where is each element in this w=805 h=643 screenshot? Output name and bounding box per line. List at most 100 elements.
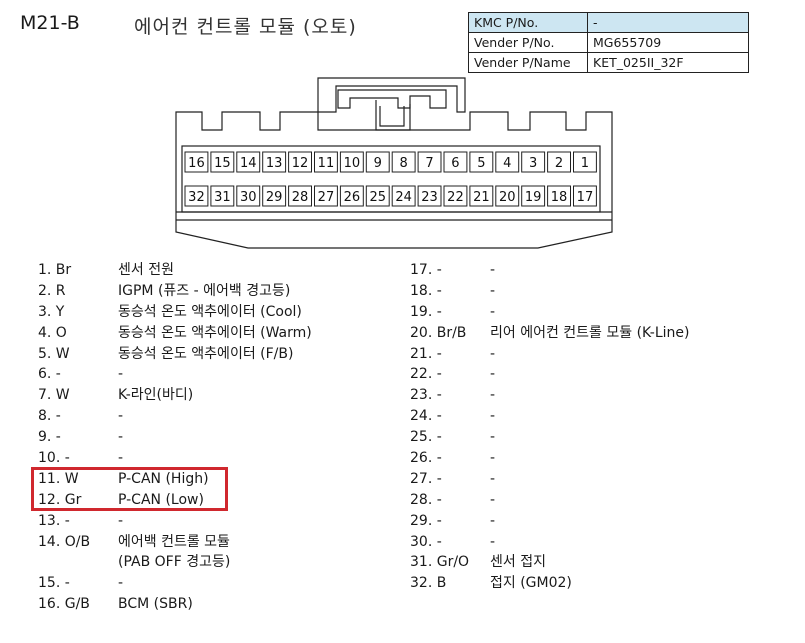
pin-number: 25. - <box>410 429 442 446</box>
pin-description: BCM (SBR) <box>118 596 193 613</box>
pin-cell <box>547 185 571 207</box>
pin-number: 24. - <box>410 408 442 425</box>
pin-description: - <box>490 533 496 550</box>
pin-number: 14. O/B <box>38 533 91 550</box>
pin-label: 12 <box>292 156 309 171</box>
pin-row: 19. -- <box>410 302 689 323</box>
pin-label: 7 <box>425 156 433 171</box>
pin-row: 25. - - <box>410 427 689 448</box>
pin-label: 14 <box>240 156 257 171</box>
table-row: Vender P/No. MG655709 <box>468 32 749 53</box>
pin-description: - <box>490 366 496 383</box>
pin-label: 5 <box>477 156 485 171</box>
pin-cell <box>469 185 494 207</box>
pin-label: 23 <box>421 190 438 205</box>
pin-row: 9. - - <box>38 427 312 448</box>
pin-description: K-라인(바디) <box>118 387 194 404</box>
pin-description: - <box>118 450 124 467</box>
pin-row: 24. - - <box>410 406 689 427</box>
meta-key: KMC P/No. <box>468 12 588 33</box>
pin-cell <box>573 151 597 173</box>
pin-row: 6. -- <box>38 364 312 385</box>
pin-description: (PAB OFF 경고등) <box>118 554 231 571</box>
pin-cell <box>521 185 546 207</box>
pin-number: 23. - <box>410 387 442 404</box>
pin-label: 10 <box>344 156 361 171</box>
pin-number: 11. W <box>38 470 79 487</box>
pin-description: 센서 접지 <box>490 554 546 571</box>
pin-description: - <box>490 429 496 446</box>
pin-row: 5. W 동승석 온도 액추에이터 (F/B) <box>38 344 312 365</box>
pin-number: 8. - <box>38 408 61 425</box>
pin-row: 22. -- <box>410 364 689 385</box>
pin-number: 27. - <box>410 470 442 487</box>
pin-cell <box>236 151 261 173</box>
pin-row: 29. -- <box>410 511 689 532</box>
pin-description: - <box>490 491 496 508</box>
pin-number: 5. W <box>38 345 70 362</box>
pin-description: - <box>118 512 124 529</box>
pin-cell <box>210 151 235 173</box>
pin-cell <box>495 185 520 207</box>
pin-row: 15. - - <box>38 573 312 594</box>
pin-label: 19 <box>525 190 542 205</box>
pin-number: 16. G/B <box>38 596 90 613</box>
pin-description: 센서 전원 <box>118 262 174 278</box>
pin-cell <box>443 151 468 173</box>
pin-label: 18 <box>551 190 568 205</box>
pin-label: 25 <box>369 190 386 205</box>
pin-label: 31 <box>214 190 231 205</box>
pin-description: - <box>490 450 496 467</box>
pin-row: 16. G/B BCM (SBR) <box>38 594 312 615</box>
pin-row: 27. -- <box>410 469 689 490</box>
pin-label: 21 <box>473 190 490 205</box>
pin-row: 26. - - <box>410 448 689 469</box>
pin-cell <box>365 151 390 173</box>
meta-value: KET_025II_32F <box>587 52 749 73</box>
pin-row: 18. -- <box>410 281 689 302</box>
pin-label: 26 <box>344 190 361 205</box>
pin-cell <box>262 151 287 173</box>
pin-description: - <box>118 575 124 592</box>
pin-description: P-CAN (Low) <box>118 491 204 508</box>
pin-label: 29 <box>266 190 283 205</box>
pin-number: 15. - <box>38 575 70 592</box>
pin-number: 13. - <box>38 512 70 529</box>
pin-number: 4. O <box>38 324 67 341</box>
pin-number: 26. - <box>410 450 442 467</box>
pin-row: 13. - - <box>38 511 312 532</box>
table-row: KMC P/No. - <box>468 12 749 33</box>
pin-cell <box>184 185 209 207</box>
pin-number: 9. - <box>38 429 61 446</box>
pin-description: - <box>118 408 124 425</box>
pin-label: 1 <box>581 156 589 171</box>
connector-code: M21-B <box>20 12 80 34</box>
pin-row: 10. -- <box>38 448 312 469</box>
pin-number: 6. - <box>38 366 61 383</box>
pin-number: 19. - <box>410 303 442 320</box>
pin-description: - <box>490 408 496 425</box>
pin-description: - <box>118 429 124 446</box>
pin-label: 13 <box>266 156 283 171</box>
pin-cell <box>443 185 468 207</box>
pin-number: 17. - <box>410 262 442 278</box>
pin-description: - <box>490 262 496 278</box>
pin-number: 3. Y <box>38 303 65 320</box>
pin-label: 24 <box>395 190 412 205</box>
pin-cell <box>365 185 390 207</box>
pin-cell <box>314 151 338 173</box>
connector-outline <box>175 77 613 249</box>
pin-cell <box>495 151 520 173</box>
pin-description: 동승석 온도 액추에이터 (F/B) <box>118 345 294 362</box>
pin-row: (PAB OFF 경고등) <box>38 552 312 573</box>
pin-cell <box>391 185 416 207</box>
pin-label: 16 <box>188 156 205 171</box>
pin-number: 30. - <box>410 533 442 550</box>
pin-label: 17 <box>577 190 594 205</box>
pin-label: 15 <box>214 156 231 171</box>
pin-cell <box>469 151 494 173</box>
